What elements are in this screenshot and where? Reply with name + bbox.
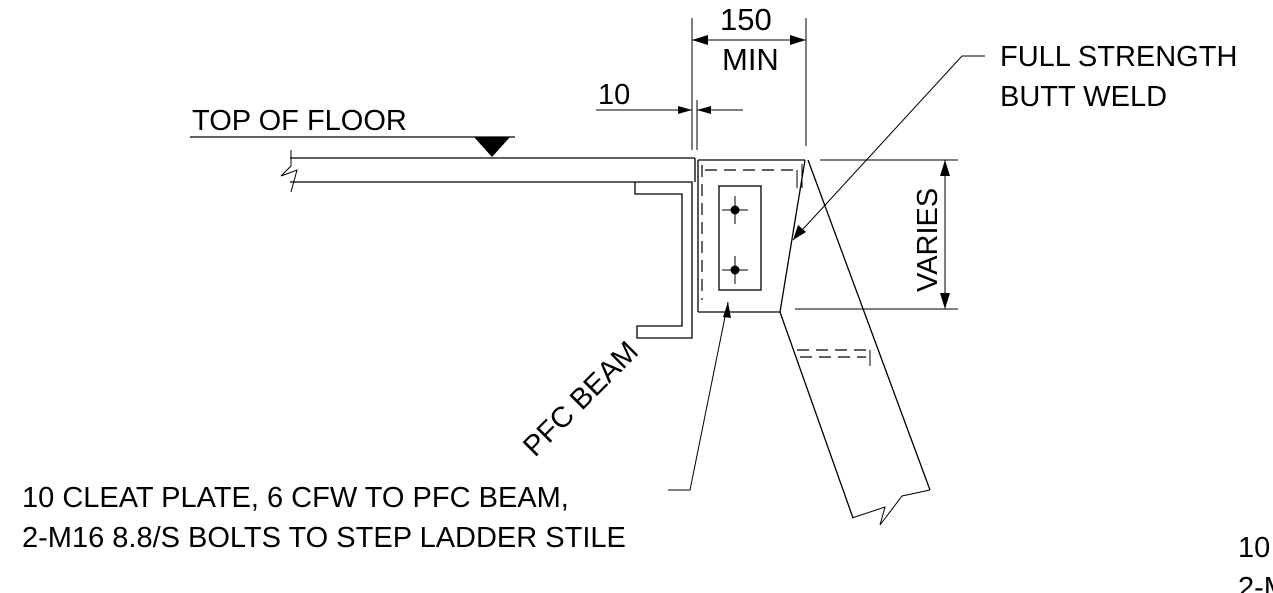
varies-dimension-label: VARIES: [912, 188, 944, 292]
cleat-plate: [701, 165, 762, 300]
clipped-note: 10 2-M: [1238, 532, 1273, 593]
dimension-150-min: 150 MIN: [691, 2, 807, 146]
ladder-stile: [697, 159, 931, 526]
bolt-upper: [722, 196, 748, 224]
dimension-10-gap: 10: [596, 79, 743, 150]
floor-slab: [280, 150, 696, 193]
weld-label-line1: FULL STRENGTH: [1000, 41, 1237, 73]
width-dimension-label: 150: [720, 2, 772, 37]
cleat-note-line1: 10 CLEAT PLATE, 6 CFW TO PFC BEAM,: [22, 482, 569, 514]
cleat-plate-callout: 10 CLEAT PLATE, 6 CFW TO PFC BEAM, 2-M16…: [22, 301, 731, 554]
top-of-floor-level-mark: TOP OF FLOOR: [190, 105, 515, 157]
weld-label-line2: BUTT WELD: [1000, 81, 1167, 113]
level-triangle-icon: [474, 137, 510, 157]
width-dimension-qualifier: MIN: [722, 42, 779, 77]
pfc-beam-label: PFC BEAM: [517, 335, 644, 462]
dimension-varies: VARIES: [795, 159, 958, 310]
pfc-beam-section: [634, 181, 693, 339]
cleat-note-line2: 2-M16 8.8/S BOLTS TO STEP LADDER STILE: [22, 522, 626, 554]
gap-dimension-label: 10: [598, 79, 630, 111]
pfc-beam-callout: PFC BEAM: [517, 335, 644, 462]
bolt-lower: [722, 256, 748, 284]
top-of-floor-label: TOP OF FLOOR: [192, 105, 407, 137]
clipped-note-line1: 10: [1238, 532, 1270, 564]
butt-weld-callout: FULL STRENGTH BUTT WELD: [792, 41, 1237, 241]
clipped-note-line2: 2-M: [1238, 572, 1273, 593]
